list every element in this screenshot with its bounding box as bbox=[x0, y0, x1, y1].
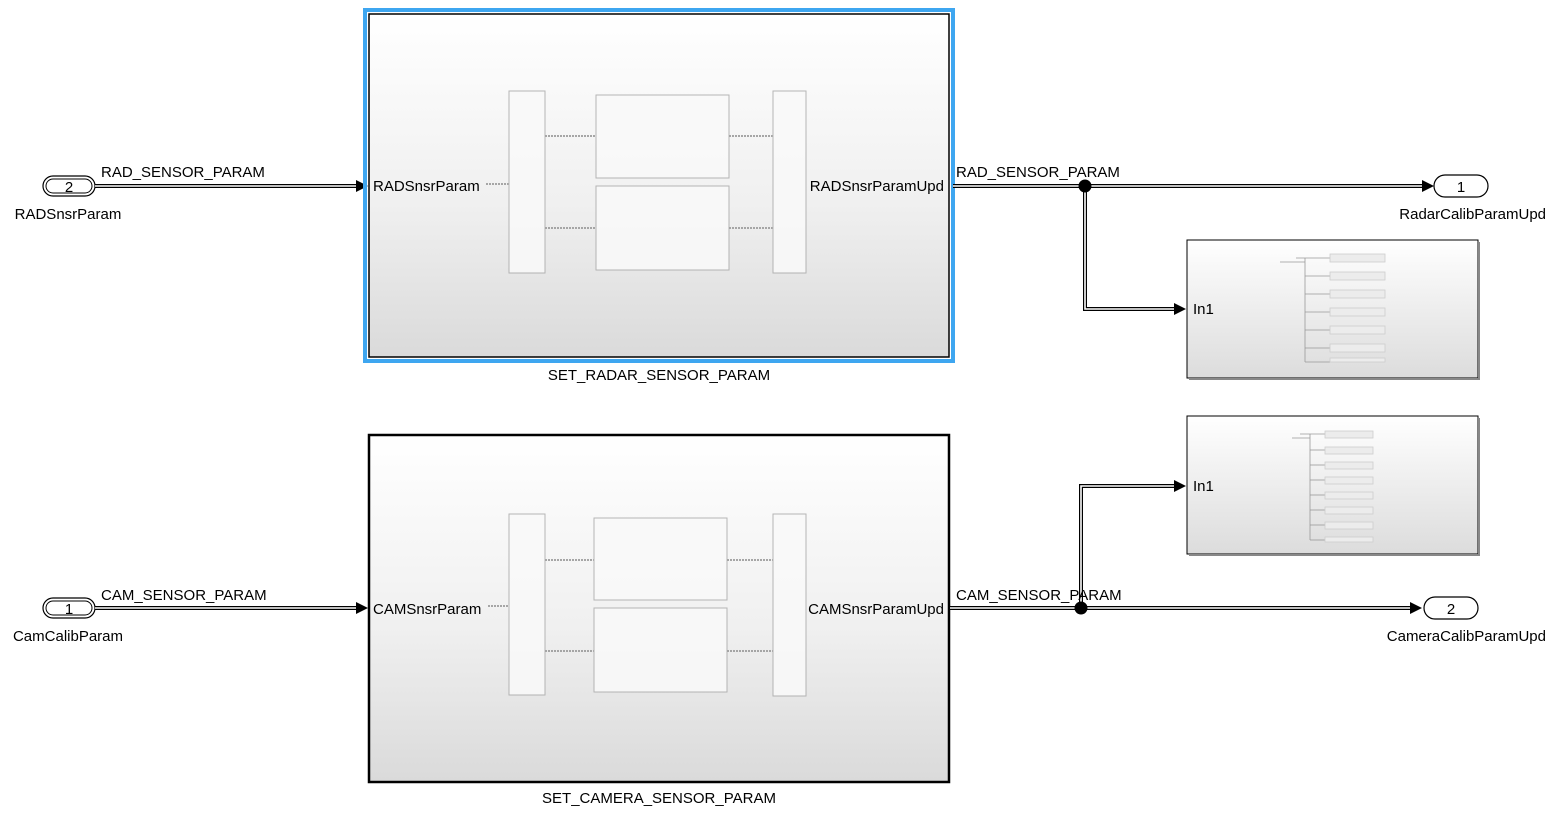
subsystem-thumbnail bbox=[488, 513, 807, 697]
subsystem-in-port-label: RADSnsrParam bbox=[373, 178, 480, 195]
signal-label-cam-out[interactable]: CAM_SENSOR_PARAM bbox=[956, 587, 1122, 604]
branch-point bbox=[1074, 601, 1088, 615]
inport-label: RADSnsrParam bbox=[15, 206, 122, 223]
subsystem-name: SET_RADAR_SENSOR_PARAM bbox=[548, 367, 770, 384]
outport-camera-calib-param-upd[interactable]: 2 bbox=[1423, 596, 1479, 620]
subsystem-in-port-label: CAMSnsrParam bbox=[373, 601, 481, 618]
monitor-in-port-label: In1 bbox=[1193, 301, 1214, 318]
subsystem-thumbnail bbox=[486, 90, 807, 274]
inport-label: CamCalibParam bbox=[13, 628, 123, 645]
monitor-block-radar[interactable]: In1 bbox=[1186, 239, 1480, 380]
outport-label: RadarCalibParamUpd bbox=[1399, 206, 1546, 223]
subsystem-set-radar-sensor-param[interactable]: RADSnsrParam RADSnsrParamUpd bbox=[363, 8, 955, 363]
inport-cam-calib-param[interactable]: 1 bbox=[42, 597, 96, 619]
subsystem-out-port-label: RADSnsrParamUpd bbox=[810, 178, 944, 195]
subsystem-set-camera-sensor-param[interactable]: CAMSnsrParam CAMSnsrParamUpd bbox=[367, 433, 951, 784]
inport-number: 1 bbox=[65, 601, 73, 618]
monitor-in-port-label: In1 bbox=[1193, 478, 1214, 495]
signal-label-rad-out[interactable]: RAD_SENSOR_PARAM bbox=[956, 164, 1120, 181]
signal-line-rad-in[interactable] bbox=[95, 180, 368, 192]
inport-rad-snsr-param[interactable]: 2 bbox=[42, 175, 96, 197]
signal-line-rad-out[interactable] bbox=[953, 179, 1434, 316]
outport-number: 2 bbox=[1447, 601, 1455, 618]
monitor-thumbnail bbox=[1280, 253, 1386, 363]
monitor-block-camera[interactable]: In1 bbox=[1186, 415, 1480, 556]
signal-line-cam-in[interactable] bbox=[95, 602, 368, 614]
outport-number: 1 bbox=[1457, 179, 1465, 196]
subsystem-out-port-label: CAMSnsrParamUpd bbox=[808, 601, 944, 618]
outport-radar-calib-param-upd[interactable]: 1 bbox=[1433, 174, 1489, 198]
outport-label: CameraCalibParamUpd bbox=[1387, 628, 1546, 645]
subsystem-name: SET_CAMERA_SENSOR_PARAM bbox=[542, 790, 776, 807]
signal-line-cam-out[interactable] bbox=[950, 480, 1422, 615]
monitor-thumbnail bbox=[1292, 430, 1374, 543]
branch-point bbox=[1078, 179, 1092, 193]
signal-label-cam-in[interactable]: CAM_SENSOR_PARAM bbox=[101, 587, 267, 604]
inport-number: 2 bbox=[65, 179, 73, 196]
signal-label-rad-in[interactable]: RAD_SENSOR_PARAM bbox=[101, 164, 265, 181]
